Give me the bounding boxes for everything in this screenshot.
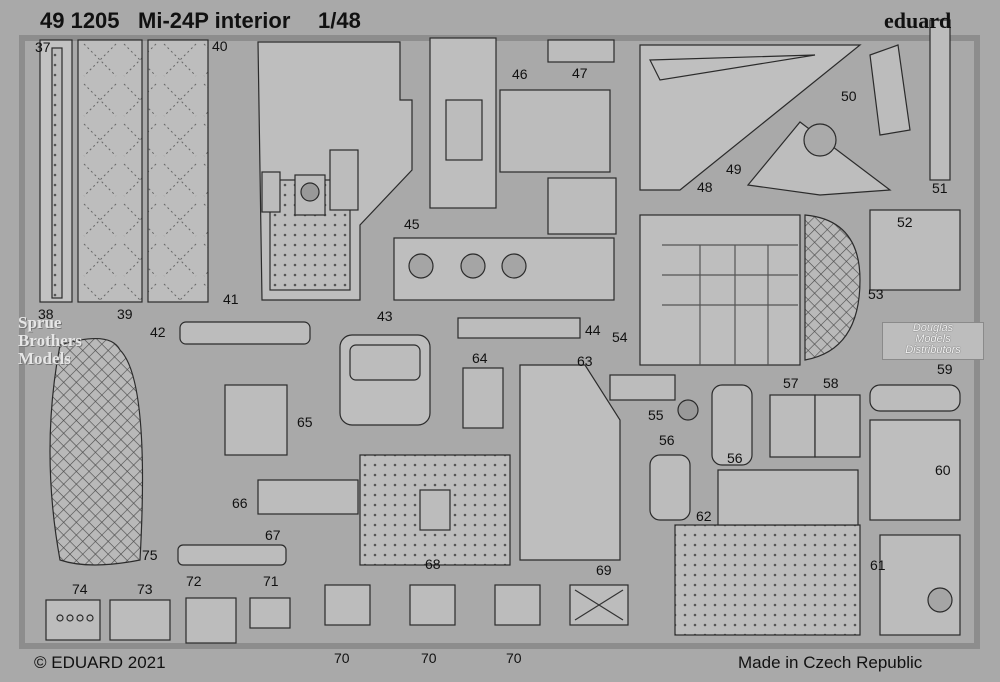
part-label: 39 <box>117 306 133 322</box>
watermark-right: Douglas Models Distributors <box>882 322 984 360</box>
part-label: 70 <box>421 650 437 666</box>
part-label: 58 <box>823 375 839 391</box>
part-label: 63 <box>577 353 593 369</box>
part-label: 49 <box>726 161 742 177</box>
part-label: 57 <box>783 375 799 391</box>
part-label: 44 <box>585 322 601 338</box>
part-label: 60 <box>935 462 951 478</box>
part-label: 64 <box>472 350 488 366</box>
part-label: 66 <box>232 495 248 511</box>
part-label: 43 <box>377 308 393 324</box>
watermark-line: Models <box>18 349 71 368</box>
part-label: 72 <box>186 573 202 589</box>
watermark-line: Models <box>915 333 951 345</box>
part-label: 40 <box>212 38 228 54</box>
part-number: 49 1205 <box>40 8 120 33</box>
part-label: 59 <box>937 361 953 377</box>
part-label: 65 <box>297 414 313 430</box>
part-label: 38 <box>38 306 54 322</box>
scale-label: 1/48 <box>318 8 361 33</box>
part-label: 54 <box>612 329 628 345</box>
watermark-line: Sprue <box>18 313 62 332</box>
part-label: 51 <box>932 180 948 196</box>
part-label: 48 <box>697 179 713 195</box>
part-label: 56 <box>659 432 675 448</box>
origin-text: Made in Czech Republic <box>738 653 923 672</box>
part-label: 61 <box>870 557 886 573</box>
part-label: 56 <box>727 450 743 466</box>
part-label: 69 <box>596 562 612 578</box>
part-label: 70 <box>334 650 350 666</box>
part-label: 70 <box>506 650 522 666</box>
watermark-left: Sprue Brothers Models <box>18 314 82 368</box>
part-label: 68 <box>425 556 441 572</box>
part-label: 53 <box>868 286 884 302</box>
sheet-title: Mi-24P interior <box>138 8 291 33</box>
part-label: 47 <box>572 65 588 81</box>
part-label: 50 <box>841 88 857 104</box>
part-label: 67 <box>265 527 281 543</box>
watermark-line: Douglas <box>912 322 954 334</box>
part-label: 62 <box>696 508 712 524</box>
part-label: 74 <box>72 581 88 597</box>
part-label: 41 <box>223 291 239 307</box>
watermark-line: Distributors <box>905 344 961 356</box>
part-label: 75 <box>142 547 158 563</box>
part-label: 42 <box>150 324 166 340</box>
copyright-text: © EDUARD 2021 <box>34 653 166 672</box>
part-label: 45 <box>404 216 420 232</box>
part-label: 52 <box>897 214 913 230</box>
part-label: 55 <box>648 407 664 423</box>
part-label: 71 <box>263 573 279 589</box>
brand-logo: eduard <box>884 8 952 33</box>
watermark-line: Brothers <box>18 331 82 350</box>
part-label: 46 <box>512 66 528 82</box>
part-label: 37 <box>35 39 51 55</box>
part-label: 73 <box>137 581 153 597</box>
